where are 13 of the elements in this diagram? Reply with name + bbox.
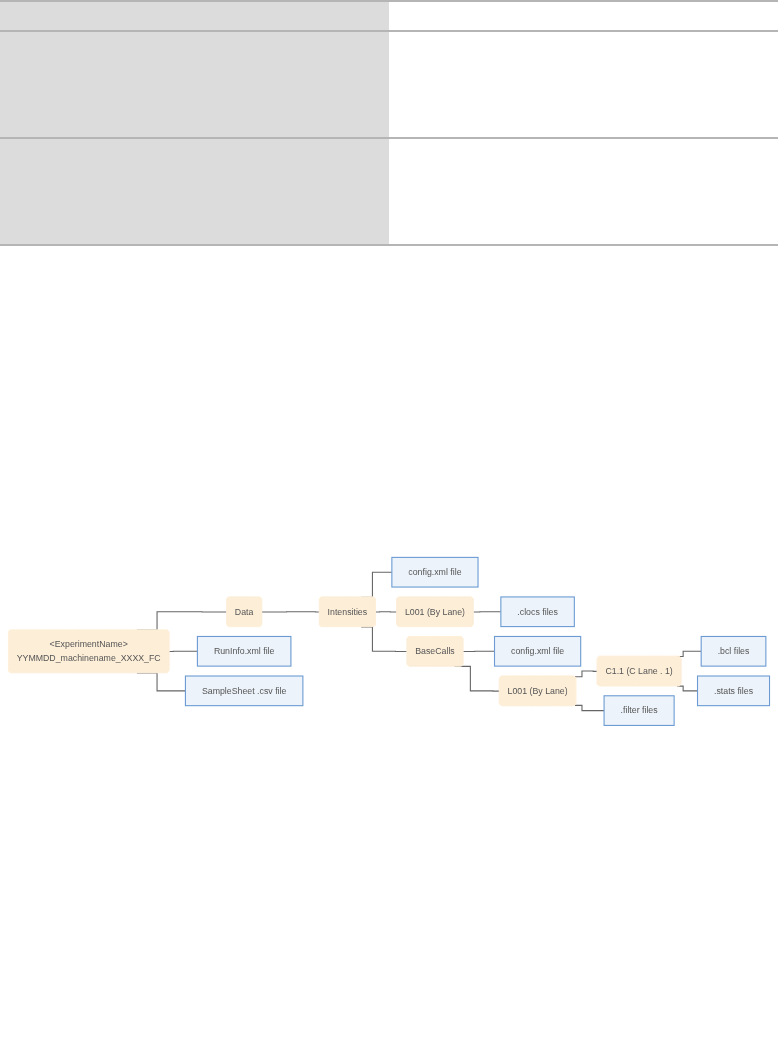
node-box: RunInfo.xml file bbox=[196, 635, 292, 667]
connector bbox=[261, 610, 321, 613]
node-box: config.xml file bbox=[493, 635, 582, 667]
node-box: config.xml file bbox=[391, 556, 479, 588]
connector bbox=[574, 670, 598, 677]
connector bbox=[168, 650, 198, 652]
connector bbox=[574, 704, 605, 711]
node-box: SampleSheet .csv file bbox=[184, 675, 304, 706]
node-box: .stats files bbox=[697, 675, 771, 706]
node-box: .filter files bbox=[603, 694, 675, 726]
connector bbox=[375, 610, 398, 613]
node-box: .bcl files bbox=[700, 635, 767, 667]
node-box: .clocs files bbox=[500, 595, 575, 627]
